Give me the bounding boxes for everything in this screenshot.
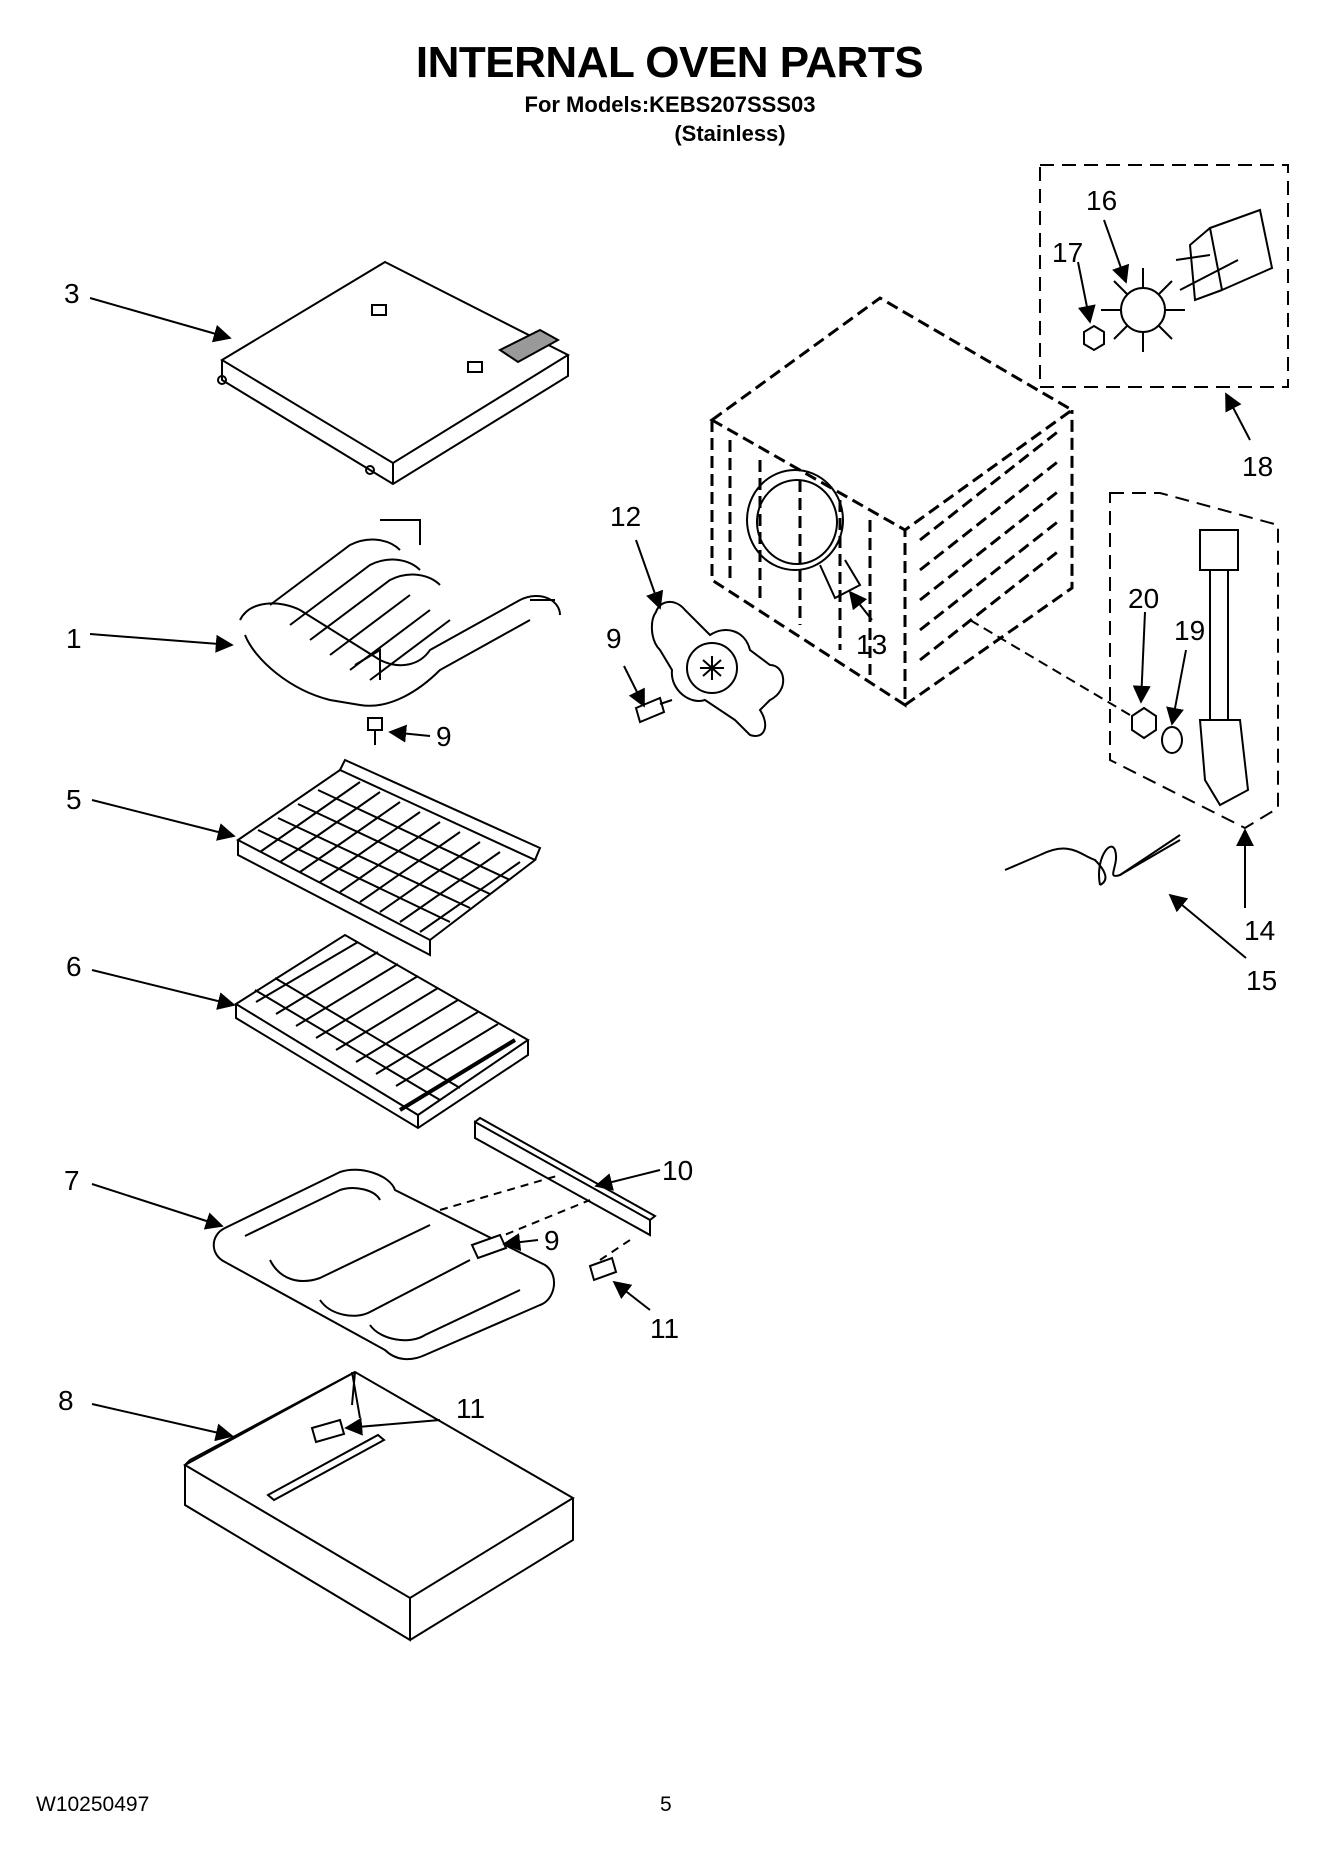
screw-part [367,717,383,745]
sensor-part [1198,529,1250,807]
fan-motor-kit-part [1039,164,1289,388]
screw-part [634,696,673,724]
callout-9-bake: 9 [544,1225,560,1256]
page-title: INTERNAL OVEN PARTS [415,38,924,87]
bake-element-part [212,1168,555,1361]
callout-14: 14 [1244,915,1275,946]
callout-6: 6 [66,951,82,982]
callout-11-bake: 11 [650,1313,679,1344]
callout-labels: 3 1 9 5 6 7 8 10 9 11 11 12 9 13 14 15 1… [58,185,1277,1424]
screw-part [470,1233,618,1282]
sensor-kit-part [1109,492,1279,830]
callout-9-top: 9 [436,721,452,752]
callout-9-fan: 9 [606,623,622,654]
dash-lines-cavity [969,619,1131,716]
callout-16: 16 [1086,185,1117,216]
callout-12: 12 [610,501,641,532]
callout-8: 8 [58,1385,74,1416]
callout-7: 7 [64,1165,80,1196]
callout-11-cover: 11 [456,1393,485,1424]
callout-15: 15 [1246,965,1277,996]
callout-10: 10 [662,1155,693,1186]
callout-18: 18 [1242,451,1273,482]
callout-5: 5 [66,784,82,815]
oven-cavity-part [709,296,1075,708]
convection-element-part [746,469,862,600]
callout-13: 13 [856,629,887,660]
fan-baffle-part [650,601,785,737]
top-panel-part [217,260,571,486]
model-line: For Models:KEBS207SSS03 [524,92,816,117]
nut-part [1083,324,1105,352]
screw-part [310,1418,346,1444]
finish-line: (Stainless) [674,121,786,146]
callout-3: 3 [64,278,80,309]
callout-17: 17 [1052,237,1083,268]
fan-blade-part [1101,268,1185,352]
callout-20: 20 [1128,583,1159,614]
callout-1: 1 [66,623,82,654]
nut-part [1131,706,1183,754]
document-number: W10250497 [36,1793,150,1816]
bottom-cover-part [182,1370,575,1642]
page-number: 5 [660,1793,672,1816]
meat-probe-part [1004,834,1181,886]
broil-element-part [239,519,561,707]
rollout-rack-part [234,933,530,1130]
callout-19: 19 [1174,615,1205,646]
oven-rack-part [236,758,542,957]
callout-arrows [89,219,1254,1442]
dash-lines-bake [439,1174,631,1261]
bracket-part [474,1116,657,1237]
